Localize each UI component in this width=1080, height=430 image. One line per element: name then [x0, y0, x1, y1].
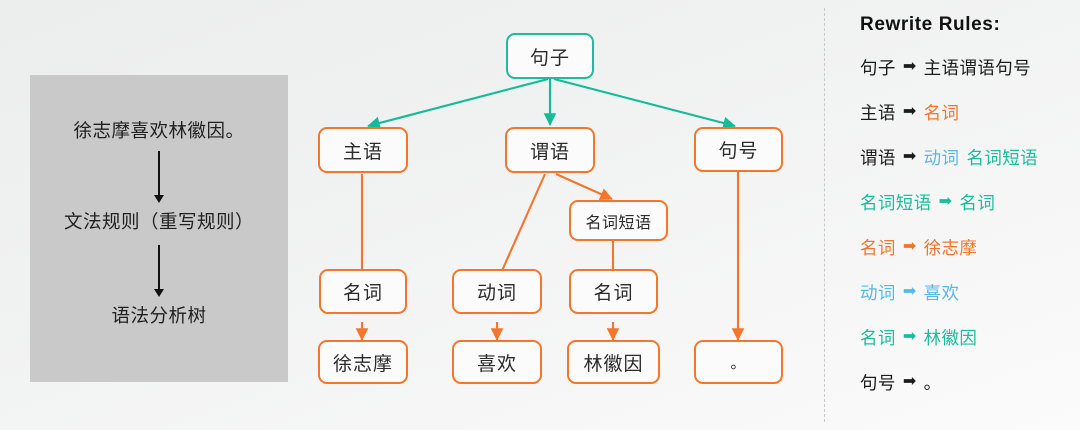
rewrite-rules-list: 句子➡主语谓语句号主语➡名词谓语➡动词名词短语名词短语➡名词名词➡徐志摩动词➡喜… [860, 52, 1075, 397]
rule-rhs: 主语谓语句号 [924, 55, 1031, 80]
pipeline-grammar-rules: 文法规则（重写规则） [63, 211, 254, 232]
rule-rhs-token: 名词短语 [966, 147, 1039, 168]
rule-arrow-icon: ➡ [902, 58, 917, 75]
down-arrow-icon [154, 245, 164, 297]
rewrite-rule-row: 名词 ➡ 徐志摩 [860, 232, 1075, 262]
rewrite-rule-row: 句子 ➡ 主语谓语句号 [860, 52, 1075, 82]
rule-rhs-token: 名词 [959, 192, 996, 213]
rewrite-rule-row: 谓语 ➡ 动词名词短语 [860, 142, 1075, 172]
down-arrow-icon [154, 151, 164, 203]
tree-node-label: 喜欢 [476, 353, 517, 375]
rule-rhs-token: 主语谓语句号 [923, 57, 1032, 78]
rule-rhs: 。 [924, 370, 942, 395]
tree-node-subject[interactable]: 主语 [318, 127, 408, 173]
tree-node-label: 主语 [342, 141, 383, 163]
rule-rhs-token: 动词 [923, 147, 960, 168]
rule-lhs: 主语 [860, 102, 896, 123]
rule-arrow-icon: ➡ [902, 328, 917, 345]
rule-lhs: 名词 [860, 327, 896, 348]
tree-node-label: 徐志摩 [332, 353, 393, 375]
rule-lhs: 句号 [860, 372, 896, 393]
rule-rhs: 名词 [959, 190, 995, 215]
tree-node-root[interactable]: 句子 [506, 33, 594, 79]
rule-lhs: 动词 [860, 282, 896, 303]
rule-rhs-token: 林徽因 [923, 327, 978, 348]
tree-node-noun-phrase[interactable]: 名词短语 [569, 200, 668, 241]
vertical-dashed-divider [824, 8, 825, 422]
rewrite-rule-row: 名词短语 ➡ 名词 [860, 187, 1075, 217]
tree-leaf-linhuiyin[interactable]: 林徽因 [567, 340, 660, 384]
rule-arrow-icon: ➡ [902, 103, 917, 120]
rewrite-rule-row: 主语 ➡ 名词 [860, 97, 1075, 127]
tree-node-label: 。 [730, 354, 747, 372]
tree-node-label: 句号 [718, 141, 759, 162]
rule-arrow-icon: ➡ [902, 283, 917, 300]
rule-arrow-icon: ➡ [902, 373, 917, 390]
tree-node-label: 名词 [342, 283, 383, 304]
rule-rhs-token: 徐志摩 [923, 237, 978, 258]
rule-rhs: 林徽因 [924, 325, 978, 350]
rule-rhs-token: 。 [923, 372, 942, 393]
rewrite-rule-row: 名词 ➡ 林徽因 [860, 322, 1075, 352]
pipeline-sentence: 徐志摩喜欢林徽因。 [73, 120, 245, 141]
tree-node-noun-1[interactable]: 名词 [319, 269, 407, 314]
tree-node-label: 名词 [593, 283, 634, 304]
tree-node-label: 名词短语 [585, 214, 652, 232]
rewrite-rules-title: Rewrite Rules: [860, 14, 1001, 35]
rewrite-rules-panel: Rewrite Rules: 句子➡主语谓语句号主语➡名词谓语➡动词名词短语名词… [860, 14, 1075, 412]
rule-arrow-icon: ➡ [938, 193, 953, 210]
rule-rhs: 喜欢 [924, 280, 960, 305]
tree-node-label: 林徽因 [583, 353, 644, 375]
rule-rhs: 徐志摩 [924, 235, 978, 260]
tree-node-label: 谓语 [529, 141, 570, 163]
rewrite-rule-row: 动词 ➡ 喜欢 [860, 277, 1075, 307]
rule-rhs: 动词名词短语 [924, 145, 1038, 170]
rule-arrow-icon: ➡ [902, 148, 917, 165]
rule-rhs-token: 喜欢 [923, 282, 960, 303]
pipeline-parse-tree: 语法分析树 [111, 305, 207, 326]
rule-rhs: 名词 [924, 100, 960, 125]
tree-node-period-tag[interactable]: 句号 [694, 127, 783, 172]
rewrite-rule-row: 句号 ➡ 。 [860, 367, 1075, 397]
tree-node-verb[interactable]: 动词 [452, 269, 542, 314]
tree-node-label: 动词 [476, 283, 517, 304]
pipeline-panel: 徐志摩喜欢林徽因。 文法规则（重写规则） 语法分析树 [30, 75, 288, 382]
tree-leaf-xihuan[interactable]: 喜欢 [452, 340, 542, 384]
tree-leaf-xuzhimo[interactable]: 徐志摩 [318, 340, 408, 384]
rule-lhs: 名词短语 [860, 192, 932, 213]
rule-lhs: 句子 [860, 57, 896, 78]
rule-rhs-token: 名词 [923, 102, 960, 123]
rule-lhs: 名词 [860, 237, 896, 258]
tree-node-noun-2[interactable]: 名词 [569, 269, 658, 314]
tree-leaf-period[interactable]: 。 [694, 340, 783, 384]
rule-lhs: 谓语 [860, 147, 896, 168]
rule-arrow-icon: ➡ [902, 238, 917, 255]
tree-node-label: 句子 [529, 47, 570, 69]
tree-node-predicate[interactable]: 谓语 [505, 127, 595, 173]
